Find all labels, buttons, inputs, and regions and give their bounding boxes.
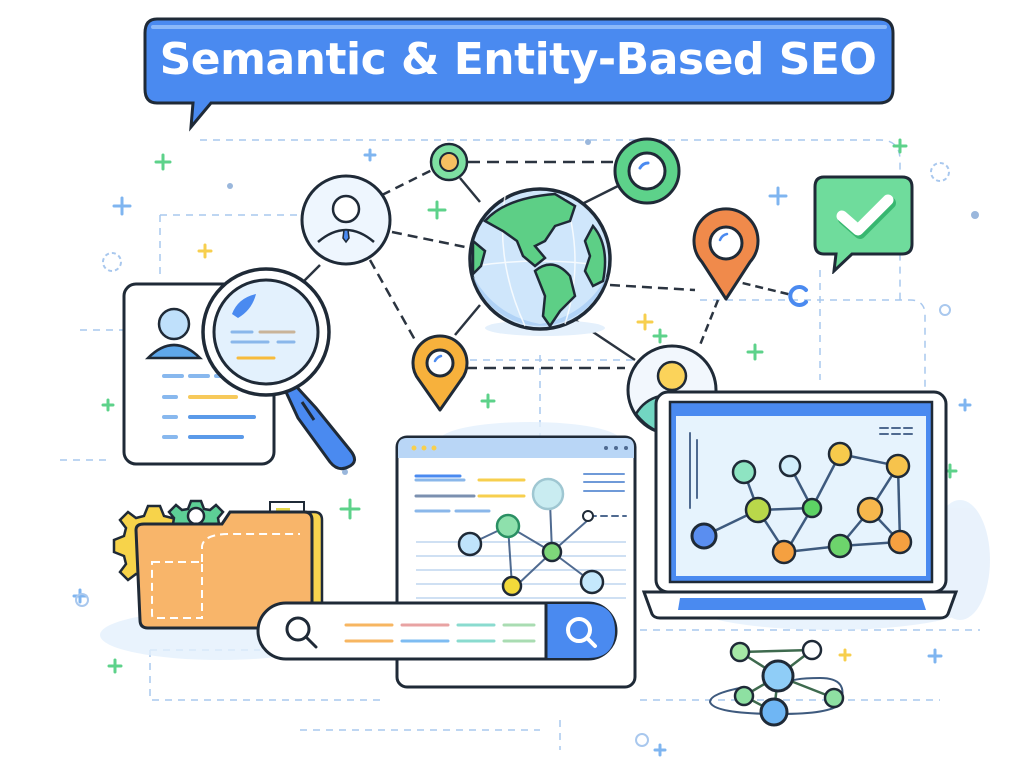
speech-bubble-shape [143, 17, 895, 132]
page-title: Semantic & Entity-Based SEO [159, 34, 877, 85]
molecule-graph-icon [708, 639, 845, 727]
location-pin-icon [692, 207, 760, 301]
search-button[interactable] [548, 605, 614, 657]
person-node-icon [300, 174, 392, 266]
location-pin-icon [411, 334, 469, 412]
folder-with-gears-icon [112, 499, 324, 630]
magnifying-glass-icon [201, 267, 356, 471]
partial-ring-node-icon [788, 285, 808, 307]
small-node-icon [429, 142, 469, 182]
laptop-network-graph-icon [641, 390, 959, 620]
search-icon [566, 617, 597, 648]
ring-node-icon [613, 137, 681, 205]
search-bar-shape [256, 601, 618, 661]
search-icon [285, 616, 318, 649]
search-bar[interactable] [256, 601, 618, 661]
check-speech-bubble-icon [813, 175, 914, 274]
title-banner: Semantic & Entity-Based SEO [143, 17, 895, 132]
globe-icon [468, 187, 612, 336]
